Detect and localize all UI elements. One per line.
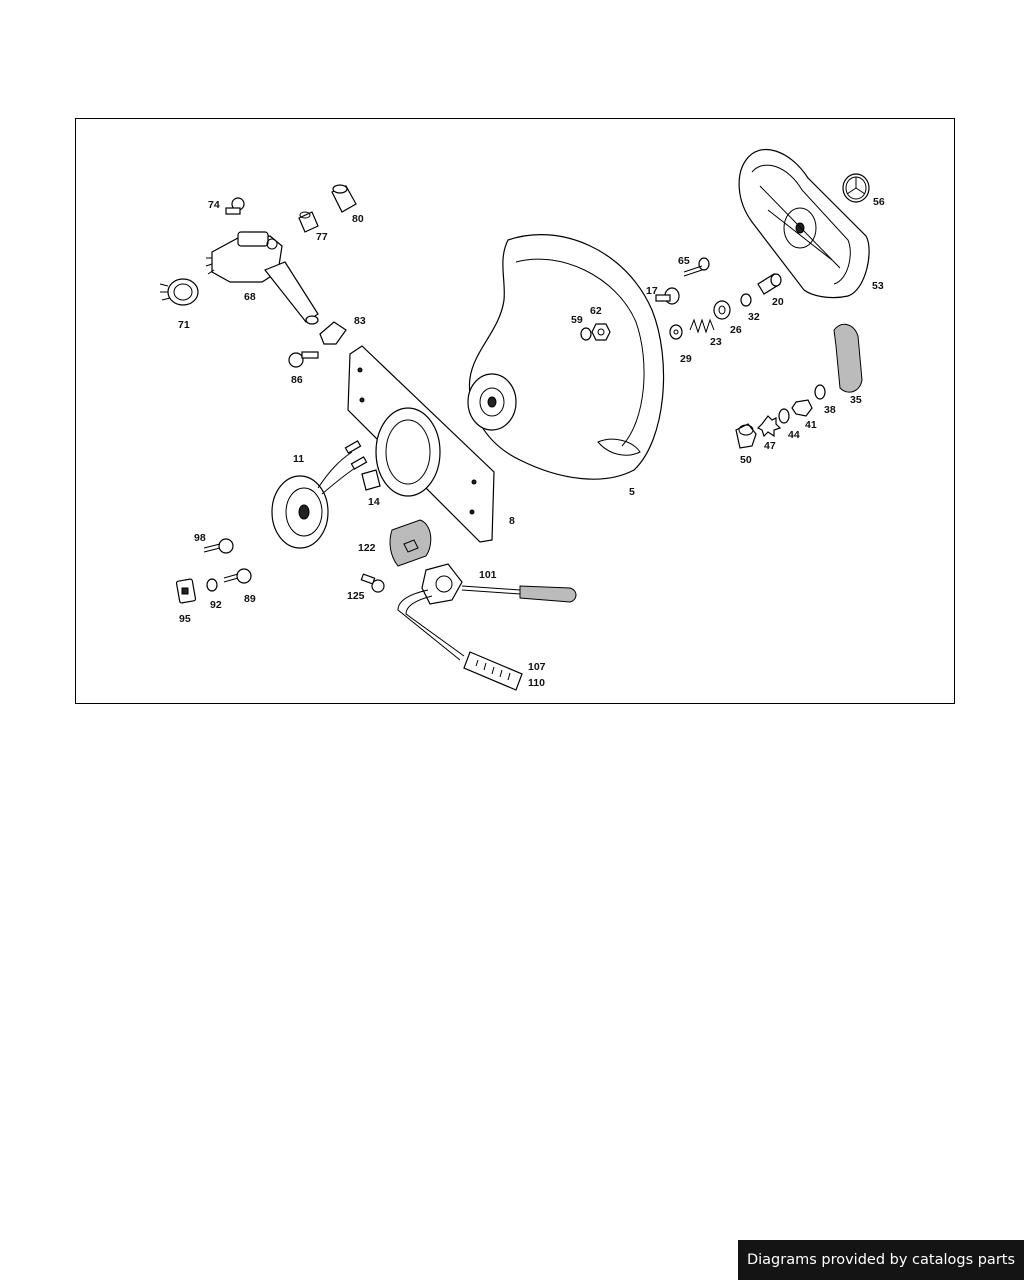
- callout-98: 98: [194, 532, 206, 544]
- callout-83: 83: [354, 315, 366, 327]
- callout-89: 89: [244, 593, 256, 605]
- part-95-clip-nut: [175, 578, 197, 604]
- callout-107: 107: [528, 661, 546, 673]
- callout-50: 50: [740, 454, 752, 466]
- part-53-horn-pad: [738, 149, 870, 299]
- part-8-cover-plate: [347, 345, 495, 543]
- part-14-clip: [361, 469, 381, 491]
- callout-8: 8: [509, 515, 515, 527]
- callout-74: 74: [208, 199, 220, 211]
- callout-35: 35: [850, 394, 862, 406]
- callout-71: 71: [178, 319, 190, 331]
- callout-41: 41: [805, 419, 817, 431]
- callout-65: 65: [678, 255, 690, 267]
- callout-125: 125: [347, 590, 365, 602]
- part-44-washer: [778, 408, 790, 424]
- part-5-steering-wheel: [467, 234, 665, 480]
- part-92-washer: [206, 578, 218, 592]
- callout-68: 68: [244, 291, 256, 303]
- part-98-screw: [203, 538, 234, 554]
- credit-text: Diagrams provided by catalogs parts: [746, 1252, 1016, 1268]
- part-107-connector: [463, 651, 523, 691]
- callout-77: 77: [316, 231, 328, 243]
- part-125-bolt: [360, 573, 385, 593]
- part-17-bolt: [655, 287, 680, 305]
- callout-14: 14: [368, 496, 380, 508]
- part-23-spring: [689, 318, 715, 334]
- callout-62: 62: [590, 305, 602, 317]
- callout-59: 59: [571, 314, 583, 326]
- callout-101: 101: [479, 569, 497, 581]
- part-41-nut: [791, 399, 813, 417]
- callout-86: 86: [291, 374, 303, 386]
- callout-56: 56: [873, 196, 885, 208]
- part-35-spoke-trim: [833, 323, 863, 393]
- callout-29: 29: [680, 353, 692, 365]
- callout-11: 11: [293, 453, 304, 465]
- part-47-lock-washer: [756, 415, 782, 438]
- part-68-switch-housing: [205, 231, 319, 325]
- part-29-washer: [669, 324, 683, 340]
- part-32-washer: [740, 293, 752, 307]
- callout-122: 122: [358, 542, 376, 554]
- callout-53: 53: [872, 280, 884, 292]
- callout-26: 26: [730, 324, 742, 336]
- part-122-cover: [389, 519, 432, 567]
- part-77-sleeve: [298, 211, 319, 233]
- part-38-washer: [814, 384, 826, 400]
- part-26-sleeve: [713, 300, 731, 320]
- callout-110: 110: [528, 677, 545, 689]
- part-89-screw: [223, 568, 252, 584]
- part-59-washer: [580, 327, 592, 341]
- callout-47: 47: [764, 440, 776, 452]
- callout-38: 38: [824, 404, 836, 416]
- callout-32: 32: [748, 311, 760, 323]
- part-101-combination-switch: [397, 563, 577, 661]
- callout-95: 95: [179, 613, 191, 625]
- part-50-cap-nut: [735, 423, 757, 449]
- callout-44: 44: [788, 429, 800, 441]
- callout-labels: 74 77 80 68 71 83 86 11 14 8 5 59 62 65 17 29 23 26 32 20 56…: [178, 196, 885, 689]
- parts-diagram-frame: [75, 118, 955, 704]
- callout-17: 17: [646, 285, 658, 297]
- part-74-bolt: [225, 197, 245, 215]
- part-83-cylinder-end: [319, 321, 347, 345]
- part-11-hub-disk: [271, 440, 368, 549]
- part-20-bolt: [757, 273, 782, 295]
- part-86-bolt: [288, 351, 319, 368]
- part-62-nut: [591, 323, 611, 341]
- part-80-cap: [331, 184, 357, 213]
- callout-20: 20: [772, 296, 784, 308]
- part-65-screw: [683, 257, 710, 277]
- callout-5: 5: [629, 486, 635, 498]
- callout-92: 92: [210, 599, 222, 611]
- callout-80: 80: [352, 213, 364, 225]
- part-56-emblem: [842, 173, 870, 203]
- callout-23: 23: [710, 336, 722, 348]
- credit-banner: Diagrams provided by catalogs parts: [738, 1240, 1024, 1280]
- part-71-connector: [159, 278, 199, 306]
